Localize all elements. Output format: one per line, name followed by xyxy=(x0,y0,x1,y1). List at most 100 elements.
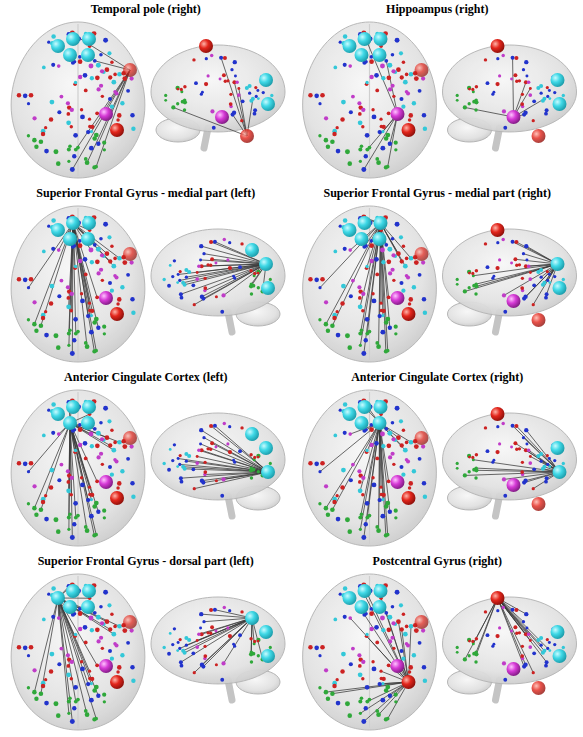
hub-sphere xyxy=(110,307,124,321)
region-dot xyxy=(51,586,56,591)
region-dot xyxy=(130,665,134,669)
region-dot xyxy=(544,664,548,668)
region-dot xyxy=(173,443,176,446)
region-dot xyxy=(17,277,21,281)
region-dot xyxy=(515,632,518,635)
region-dot xyxy=(249,453,252,456)
region-dot xyxy=(456,651,459,654)
region-dot xyxy=(330,691,335,696)
hub-sphere xyxy=(551,625,565,639)
hub-sphere xyxy=(259,441,273,455)
region-dot xyxy=(53,149,58,154)
sagittal-brain-outline xyxy=(443,413,577,500)
region-dot xyxy=(240,426,243,429)
region-dot xyxy=(89,616,94,621)
region-dot xyxy=(221,477,225,481)
region-dot xyxy=(221,661,225,665)
region-dot xyxy=(99,237,103,241)
region-dot xyxy=(213,240,217,244)
region-dot xyxy=(169,264,172,267)
region-dot xyxy=(380,330,385,335)
region-dot xyxy=(253,456,256,459)
region-dot xyxy=(308,645,312,649)
region-dot xyxy=(320,461,325,466)
region-dot xyxy=(486,265,490,269)
region-dot xyxy=(372,666,377,671)
hub-sphere xyxy=(355,48,369,62)
region-dot xyxy=(204,82,208,86)
hub-sphere xyxy=(415,63,429,77)
region-dot xyxy=(467,454,471,458)
region-dot xyxy=(102,325,106,329)
region-dot xyxy=(192,58,195,61)
region-dot xyxy=(241,99,245,103)
region-dot xyxy=(527,80,530,83)
connection-line xyxy=(29,223,73,288)
region-dot xyxy=(78,259,82,263)
hub-sphere xyxy=(551,257,565,271)
region-dot xyxy=(115,459,119,463)
region-dot xyxy=(472,284,476,288)
hub-sphere xyxy=(507,662,521,676)
region-dot xyxy=(102,141,106,145)
hub-sphere xyxy=(373,232,387,246)
region-dot xyxy=(67,700,71,704)
region-dot xyxy=(50,100,55,105)
region-dot xyxy=(238,633,242,637)
region-dot xyxy=(546,270,549,273)
region-dot xyxy=(96,615,101,620)
region-dot xyxy=(180,480,184,484)
region-dot xyxy=(167,284,171,288)
region-dot xyxy=(359,160,362,163)
region-dot xyxy=(60,279,64,283)
region-dot xyxy=(405,441,409,445)
region-dot xyxy=(339,593,342,596)
region-dot xyxy=(376,344,381,349)
region-dot xyxy=(49,485,53,489)
region-dot xyxy=(66,469,70,473)
region-dot xyxy=(210,109,214,113)
region-dot xyxy=(403,80,408,85)
connection-line xyxy=(473,598,497,644)
connection-line xyxy=(178,459,268,472)
region-dot xyxy=(360,512,364,516)
region-dot xyxy=(347,161,352,166)
hub-sphere xyxy=(123,247,137,261)
region-dot xyxy=(336,333,341,338)
region-dot xyxy=(502,661,506,665)
region-dot xyxy=(88,486,91,489)
region-dot xyxy=(348,248,352,252)
region-dot xyxy=(53,701,58,706)
hub-sphere xyxy=(355,600,369,614)
region-dot xyxy=(228,425,231,428)
region-dot xyxy=(365,501,370,506)
brain-panel xyxy=(303,206,577,362)
region-dot xyxy=(520,470,524,474)
region-dot xyxy=(369,259,373,263)
region-dot xyxy=(27,686,30,689)
region-dot xyxy=(42,250,46,254)
region-dot xyxy=(110,61,113,64)
region-dot xyxy=(214,262,217,265)
region-dot xyxy=(90,130,93,133)
region-dot xyxy=(358,480,362,484)
region-dot xyxy=(387,443,392,448)
hub-sphere xyxy=(110,123,124,137)
region-dot xyxy=(372,114,377,119)
region-dot xyxy=(385,501,390,506)
region-dot xyxy=(423,127,427,131)
hub-sphere xyxy=(215,110,229,124)
region-dot xyxy=(203,286,207,290)
hub-sphere xyxy=(51,223,65,237)
region-dot xyxy=(408,481,413,486)
region-dot xyxy=(78,427,83,432)
region-dot xyxy=(471,272,474,275)
hub-sphere xyxy=(245,427,259,441)
region-dot xyxy=(96,271,100,275)
region-dot xyxy=(468,272,471,275)
region-dot xyxy=(117,297,122,302)
region-dot xyxy=(381,628,385,632)
region-dot xyxy=(522,252,525,255)
region-dot xyxy=(546,454,549,457)
region-dot xyxy=(257,97,260,100)
